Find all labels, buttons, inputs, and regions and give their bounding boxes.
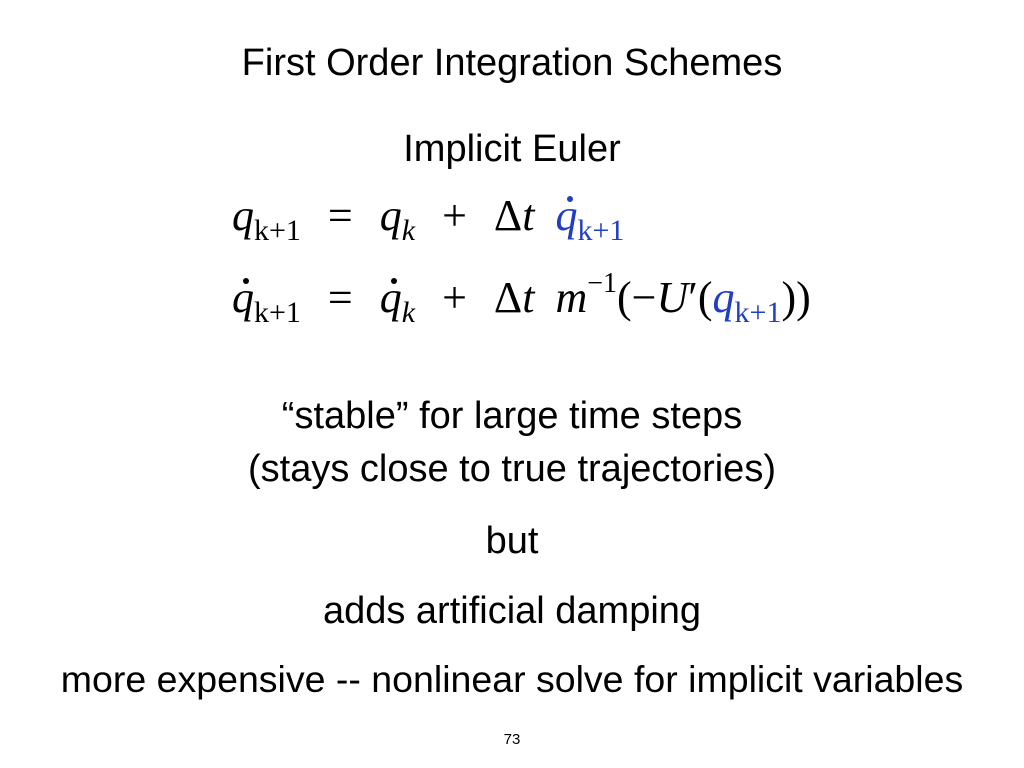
slide-subtitle: Implicit Euler bbox=[403, 128, 621, 170]
trajectory-note: (stays close to true trajectories) bbox=[248, 448, 776, 490]
slide-title: First Order Integration Schemes bbox=[241, 42, 783, 84]
damping-note: adds artificial damping bbox=[322, 590, 702, 632]
equation-velocity-update: qk+1 = qk + Δt m−1(−U′(qk+1)) bbox=[232, 268, 811, 329]
cost-note: more expensive -- nonlinear solve for im… bbox=[60, 658, 964, 700]
but-text: but bbox=[485, 520, 539, 562]
page-number: 73 bbox=[503, 731, 521, 748]
stable-note: “stable” for large time steps bbox=[281, 395, 743, 437]
equation-position-update: qk+1 = qk + Δt qk+1 bbox=[232, 191, 625, 247]
